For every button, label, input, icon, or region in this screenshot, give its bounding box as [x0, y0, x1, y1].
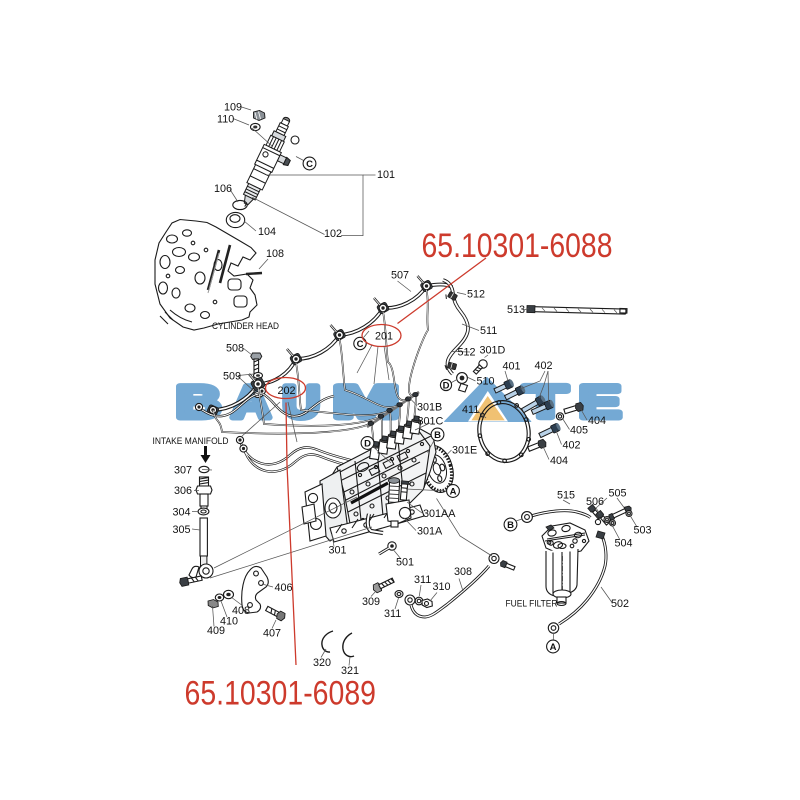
svg-text:502: 502: [611, 598, 629, 610]
svg-text:308: 308: [454, 566, 472, 578]
svg-text:411: 411: [462, 404, 479, 416]
svg-text:D: D: [443, 381, 450, 392]
svg-text:101: 101: [377, 169, 395, 181]
svg-text:515: 515: [557, 490, 575, 502]
svg-text:402: 402: [535, 360, 553, 372]
svg-text:202: 202: [278, 385, 296, 397]
svg-text:301E: 301E: [452, 445, 477, 457]
svg-text:406: 406: [275, 582, 293, 594]
svg-text:305: 305: [173, 524, 191, 536]
svg-text:201: 201: [375, 331, 393, 343]
svg-text:513: 513: [507, 304, 525, 316]
svg-text:510: 510: [477, 376, 495, 388]
svg-text:65.10301-6089: 65.10301-6089: [185, 675, 377, 713]
svg-text:407: 407: [263, 628, 281, 640]
svg-text:301C: 301C: [418, 416, 444, 428]
svg-text:INTAKE MANIFOLD: INTAKE MANIFOLD: [153, 436, 229, 447]
svg-text:65.10301-6088: 65.10301-6088: [422, 227, 613, 265]
svg-text:503: 503: [634, 525, 652, 537]
svg-text:301AA: 301AA: [423, 508, 456, 520]
svg-text:M: M: [333, 377, 399, 428]
svg-text:501: 501: [396, 557, 414, 569]
svg-text:311: 311: [384, 608, 401, 620]
svg-text:402: 402: [563, 440, 581, 452]
svg-text:409: 409: [207, 625, 225, 637]
svg-text:306: 306: [174, 485, 192, 497]
svg-text:CYLINDER HEAD: CYLINDER HEAD: [212, 321, 279, 332]
svg-text:104: 104: [258, 226, 276, 238]
svg-text:108: 108: [266, 248, 284, 260]
svg-text:307: 307: [174, 465, 192, 477]
svg-text:511: 511: [480, 325, 497, 337]
svg-text:106: 106: [214, 183, 232, 195]
svg-text:309: 309: [362, 596, 380, 608]
svg-text:410: 410: [220, 616, 238, 628]
svg-text:505: 505: [609, 488, 627, 500]
svg-text:B: B: [434, 430, 441, 441]
svg-text:404: 404: [588, 415, 606, 427]
svg-text:110: 110: [217, 114, 234, 126]
svg-text:512: 512: [467, 289, 485, 301]
svg-text:301: 301: [329, 545, 347, 557]
svg-text:301B: 301B: [417, 402, 442, 414]
svg-text:B: B: [507, 520, 514, 531]
svg-text:507: 507: [391, 270, 409, 282]
svg-text:304: 304: [173, 507, 191, 519]
svg-text:301D: 301D: [480, 345, 506, 357]
svg-text:B: B: [176, 377, 221, 428]
svg-text:404: 404: [550, 455, 568, 467]
svg-text:321: 321: [341, 665, 359, 677]
svg-text:C: C: [357, 339, 364, 350]
svg-text:102: 102: [324, 228, 342, 240]
svg-text:311: 311: [414, 574, 431, 586]
svg-text:408: 408: [232, 605, 250, 617]
svg-text:A: A: [450, 487, 457, 498]
svg-text:FUEL FILTER: FUEL FILTER: [506, 599, 558, 610]
svg-text:512: 512: [458, 347, 476, 359]
svg-text:401: 401: [503, 361, 521, 373]
svg-text:509: 509: [223, 371, 241, 383]
svg-text:508: 508: [226, 343, 244, 355]
svg-text:405: 405: [570, 425, 588, 437]
svg-text:504: 504: [615, 538, 633, 550]
svg-text:320: 320: [313, 657, 331, 669]
svg-text:301A: 301A: [417, 526, 443, 538]
svg-text:109: 109: [224, 102, 242, 114]
svg-text:506: 506: [586, 496, 604, 508]
svg-text:A: A: [550, 642, 557, 653]
svg-text:310: 310: [433, 581, 451, 593]
svg-text:C: C: [306, 159, 313, 170]
svg-text:D: D: [364, 439, 371, 450]
